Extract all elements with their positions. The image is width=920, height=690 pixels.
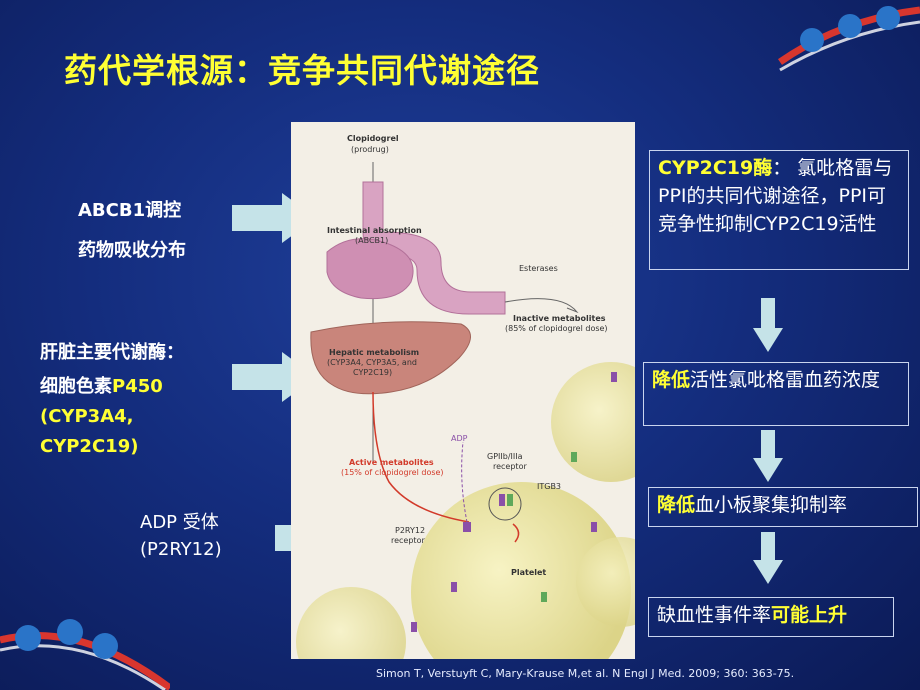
liver-enzyme-label: 肝脏主要代谢酶： 细胞色素P450 (CYP3A4, CYP2C19) (40, 338, 184, 462)
abcb1-line2: 药物吸收分布 (78, 240, 186, 261)
adp-line2: (P2RY12) (140, 539, 222, 560)
bottom-left-decoration (0, 619, 170, 690)
cyp2c19-box: CYP2C19酶： 氯吡格雷与PPI的共同代谢途径，PPI可竞争性抑制CYP2C… (649, 150, 909, 270)
fig-gp-receptor1: GPIIb/IIIa (487, 452, 523, 461)
fig-intestinal: Intestinal absorption (327, 226, 422, 235)
liver-line1: 肝脏主要代谢酶： (40, 342, 184, 363)
abcb1-label: ABCB1调控 药物吸收分布 (78, 196, 186, 266)
liver-line2-prefix: 细胞色素 (40, 376, 112, 397)
ischemic-events-box: 缺血性事件率可能上升 (648, 597, 894, 637)
arrow-down-icon (753, 430, 783, 482)
fig-p2ry12-receptor: receptor (391, 536, 425, 545)
liver-line2-highlight: P450 (112, 376, 163, 397)
fig-active: Active metabolites (349, 458, 434, 467)
top-right-decoration (777, 6, 920, 72)
arrow-down-icon (753, 298, 783, 352)
adp-receptor-label: ADP 受体 (P2RY12) (140, 509, 222, 563)
box1-highlight: CYP2C19酶 (658, 157, 773, 179)
liver-line2: 细胞色素P450 (40, 372, 184, 402)
liver-line3: (CYP3A4, (40, 406, 134, 427)
fig-prodrug: (prodrug) (351, 145, 389, 154)
fig-platelet: Platelet (511, 568, 547, 577)
fig-adp: ADP (451, 434, 468, 443)
platelet-inhibition-box: 降低血小板聚集抑制率 (648, 487, 918, 527)
box2-highlight: 降低 (652, 369, 691, 391)
fig-abcb1: (ABCB1) (355, 236, 389, 245)
abcb1-line1: ABCB1调控 (78, 200, 182, 221)
fig-gp-receptor2: receptor (493, 462, 527, 471)
fig-inactive-pct: (85% of clopidogrel dose) (505, 324, 608, 333)
fig-itgb3: ITGB3 (537, 482, 562, 491)
fig-inactive: Inactive metabolites (513, 314, 606, 323)
adp-line1: ADP 受体 (140, 512, 219, 533)
fig-hepatic-cyp2: CYP2C19) (353, 368, 393, 377)
box4-text: 缺血性事件率 (657, 604, 772, 626)
fig-active-pct: (15% of clopidogrel dose) (341, 468, 444, 477)
fig-hepatic: Hepatic metabolism (329, 348, 420, 357)
fig-p2ry12: P2RY12 (395, 526, 426, 535)
arrow-down-icon (753, 532, 783, 584)
citation: Simon T, Verstuyft C, Mary-Krause M,et a… (376, 667, 795, 680)
liver-line4: CYP2C19) (40, 436, 139, 457)
slide-title: 药代学根源：竞争共同代谢途径 (64, 51, 540, 90)
box1-text: ： 氯吡格雷与PPI的共同代谢途径，PPI可竞争性抑制CYP2C19活性 (658, 157, 893, 235)
box3-text: 血小板聚集抑制率 (695, 494, 848, 516)
box2-text: 活性氯吡格雷血药浓度 (690, 369, 881, 391)
fig-clopidogrel: Clopidogrel (347, 134, 399, 143)
clopidogrel-pathway-figure: Clopidogrel (prodrug) Intestinal absorpt… (291, 122, 635, 659)
box4-highlight: 可能上升 (771, 604, 848, 626)
box3-highlight: 降低 (657, 494, 696, 516)
fig-esterases: Esterases (519, 264, 558, 273)
fig-hepatic-cyp1: (CYP3A4, CYP3A5, and (327, 358, 417, 367)
pathway-illustration (296, 162, 635, 659)
lower-active-level-box: 降低活性氯吡格雷血药浓度 (643, 362, 909, 426)
